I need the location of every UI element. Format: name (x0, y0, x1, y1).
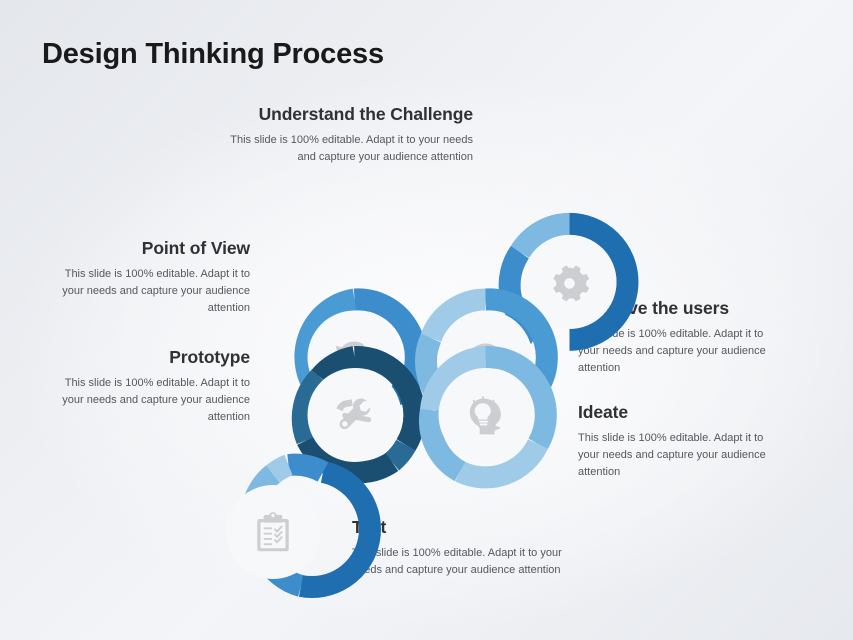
design-thinking-diagram (160, 110, 680, 610)
step-label-prototype: Prototype (169, 347, 250, 367)
step-body-observe: This slide is 100% editable. Adapt it to… (578, 328, 766, 374)
step-body-test: This slide is 100% editable. Adapt it to… (352, 547, 562, 576)
ring-prototype[interactable] (291, 345, 426, 484)
step-text-prototype: Prototype This slide is 100% editable. A… (60, 347, 250, 426)
step-body-point-of-view: This slide is 100% editable. Adapt it to… (62, 268, 250, 314)
ring-test[interactable] (226, 453, 382, 599)
page-title: Design Thinking Process (42, 38, 384, 70)
step-body-ideate: This slide is 100% editable. Adapt it to… (578, 432, 766, 478)
step-text-understand: Understand the Challenge This slide is 1… (218, 104, 473, 166)
step-label-understand: Understand the Challenge (258, 104, 474, 124)
ring-ideate[interactable] (419, 345, 557, 489)
step-body-prototype: This slide is 100% editable. Adapt it to… (62, 377, 250, 423)
step-label-ideate: Ideate (578, 402, 628, 422)
step-text-point-of-view: Point of View This slide is 100% editabl… (60, 238, 250, 317)
step-label-point-of-view: Point of View (141, 238, 250, 258)
step-body-understand: This slide is 100% editable. Adapt it to… (230, 134, 473, 163)
step-text-ideate: Ideate This slide is 100% editable. Adap… (578, 402, 778, 481)
